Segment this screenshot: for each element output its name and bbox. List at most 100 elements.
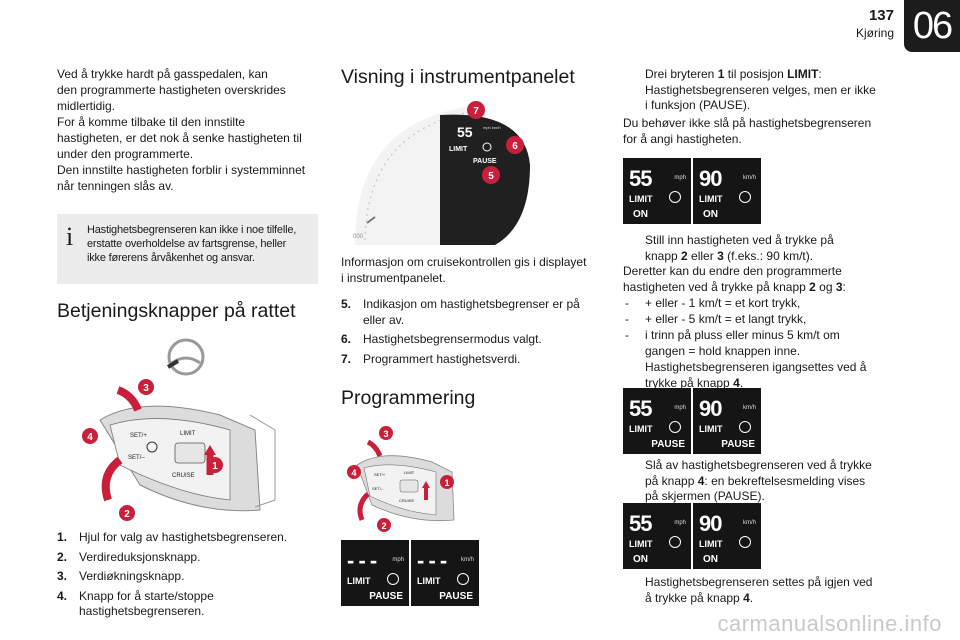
cluster-display: - - - mph LIMIT PAUSE [341, 540, 409, 606]
para-line: Du behøver ikke slå på hastighetsbegrens… [623, 116, 872, 130]
dash-item: -+ eller - 1 km/t = et kort trykk, [625, 296, 801, 310]
label-cruise: CRUISE [172, 473, 195, 479]
step-bullet: Hastighetsbegrenseren igangsettes ved å … [645, 360, 867, 390]
para-line: hastigheten ved å trykke på knapp 2 og 3… [623, 280, 846, 294]
intro-line: midlertidig. [57, 99, 116, 113]
info-line: Hastighetsbegrenseren kan ikke i noe til… [87, 224, 297, 236]
list-item: 5.Indikasjon om hastighetsbegrenser er p… [341, 297, 580, 327]
svg-text:4: 4 [351, 468, 356, 478]
gauge-icon [739, 191, 751, 203]
dial-unit: mph km/h [483, 125, 501, 130]
info-line: ikke førerens årvåkenhet og ansvar. [87, 252, 255, 264]
dash-item: -+ eller - 5 km/t = et langt trykk, [625, 312, 807, 326]
gauge-icon [669, 421, 681, 433]
label-set-plus: SET/+ [374, 472, 386, 477]
step-bullet: Slå av hastighetsbegrenseren ved å trykk… [645, 458, 872, 503]
callout-2: 2 [377, 518, 391, 532]
gauge-icon [387, 573, 399, 585]
list-item: 2.Verdireduksjonsknapp. [57, 549, 201, 564]
svg-text:3: 3 [143, 383, 149, 394]
label-cruise: CRUISE [399, 498, 414, 503]
svg-text:7: 7 [473, 106, 479, 117]
callout-1: 1 [207, 457, 223, 473]
section-title-controls: Betjeningsknapper på rattet [57, 300, 296, 322]
intro-line: Den innstilte hastigheten forblir i syst… [57, 163, 306, 177]
dial-limit: LIMIT [449, 146, 468, 153]
svg-text:2: 2 [124, 509, 130, 520]
cluster-display: 55 mph LIMIT ON [623, 158, 691, 224]
display-intro-line: Informasjon om cruisekontrollen gis i di… [341, 255, 587, 269]
label-set-minus: SET/– [372, 486, 384, 491]
cluster-display: 90 km/h LIMIT ON [693, 158, 761, 224]
step-bullet: Hastighetsbegrenseren settes på igjen ve… [645, 575, 873, 605]
display-pair-blank: - - - mph LIMIT PAUSE - - - km/h LIMIT P… [341, 540, 479, 606]
list-item: 1.Hjul for valg av hastighetsbegrenseren… [57, 530, 288, 544]
callout-3: 3 [138, 379, 154, 395]
display-pair-on-2: 55 mph LIMIT ON 90 km/h LIMIT ON [623, 503, 761, 569]
info-line: erstatte overholdelse av fartsgrense, he… [87, 238, 287, 250]
svg-text:1: 1 [444, 478, 449, 488]
watermark: carmanualsonline.info [717, 611, 942, 636]
intro-line: hastigheten, er det nok å senke hastighe… [57, 131, 302, 145]
chapter-name: Kjøring [855, 26, 894, 40]
intro-line: den programmerte hastigheten overskrides [57, 83, 286, 97]
gauge-icon [739, 536, 751, 548]
label-limit: LIMIT [404, 470, 415, 475]
gauge-icon [669, 191, 681, 203]
label-set-plus: SET/+ [130, 433, 147, 439]
callout-6: 6 [506, 136, 524, 154]
para-line: Deretter kan du endre den programmerte [623, 264, 842, 278]
svg-text:4: 4 [87, 432, 93, 443]
section-title-programming: Programmering [341, 387, 476, 409]
controls-list: 1.Hjul for valg av hastighetsbegrenseren… [57, 530, 322, 624]
display-pair-pause: 55 mph LIMIT PAUSE 90 km/h LIMIT PAUSE [623, 388, 761, 454]
svg-text:6: 6 [512, 141, 518, 152]
callout-2: 2 [119, 505, 135, 521]
label-set-minus: SET/– [128, 455, 145, 461]
display-intro-line: i instrumentpanelet. [341, 271, 446, 285]
gauge-icon [739, 421, 751, 433]
steering-wheel-icon [166, 338, 205, 376]
cluster-display: 55 mph LIMIT ON [623, 503, 691, 569]
svg-text:3: 3 [383, 429, 388, 439]
display-list: 5.Indikasjon om hastighetsbegrenser er p… [341, 297, 606, 371]
display-pair-on: 55 mph LIMIT ON 90 km/h LIMIT ON [623, 158, 761, 224]
instrument-dial-diagram: 55 mph km/h LIMIT PAUSE 000 7 6 5 [353, 101, 530, 245]
steering-control-diagram: SET/+ SET/– LIMIT CRUISE 1 2 3 4 [82, 338, 276, 521]
dial-odometer: 000 [353, 234, 364, 240]
info-box: i Hastighetsbegrenseren kan ikke i noe t… [57, 214, 318, 284]
svg-text:2: 2 [381, 521, 386, 531]
callout-3: 3 [379, 426, 393, 440]
svg-text:5: 5 [488, 171, 494, 182]
list-item: 3.Verdiøkningsknapp. [57, 569, 185, 583]
page-number: 137 [868, 7, 894, 24]
para-line: for å angi hastigheten. [623, 132, 742, 146]
intro-line: under den programmerte. [57, 147, 194, 161]
chapter-tab: 06 [904, 0, 960, 52]
dial-speed: 55 [457, 124, 473, 140]
cluster-display: 90 km/h LIMIT ON [693, 503, 761, 569]
intro-line: når tenningen slås av. [57, 179, 174, 193]
step-bullet: Drei bryteren 1 til posisjon LIMIT: Hast… [645, 67, 876, 112]
callout-1: 1 [440, 475, 454, 489]
dial-pause: PAUSE [473, 158, 497, 165]
cluster-display: 55 mph LIMIT PAUSE [623, 388, 691, 454]
svg-text:1: 1 [212, 461, 218, 472]
callout-5: 5 [482, 166, 500, 184]
callout-7: 7 [467, 101, 485, 119]
programming-control-diagram: SET/+ SET/– LIMIT CRUISE 1 2 3 4 [347, 426, 455, 532]
intro-line: Ved å trykke hardt på gasspedalen, kan [57, 67, 268, 81]
cluster-display: 90 km/h LIMIT PAUSE [693, 388, 761, 454]
intro-line: For å komme tilbake til den innstilte [57, 115, 246, 129]
list-item: 7.Programmert hastighetsverdi. [341, 351, 521, 366]
gauge-icon [457, 573, 469, 585]
callout-4: 4 [82, 428, 98, 444]
cluster-display: - - - km/h LIMIT PAUSE [411, 540, 479, 606]
list-item: 6.Hastighetsbegrensermodus valgt. [341, 332, 542, 346]
info-icon: i [66, 222, 74, 251]
step-bullet: Still inn hastigheten ved å trykke på kn… [645, 233, 834, 263]
section-title-display: Visning i instrumentpanelet [341, 66, 575, 88]
callout-4: 4 [347, 465, 361, 479]
